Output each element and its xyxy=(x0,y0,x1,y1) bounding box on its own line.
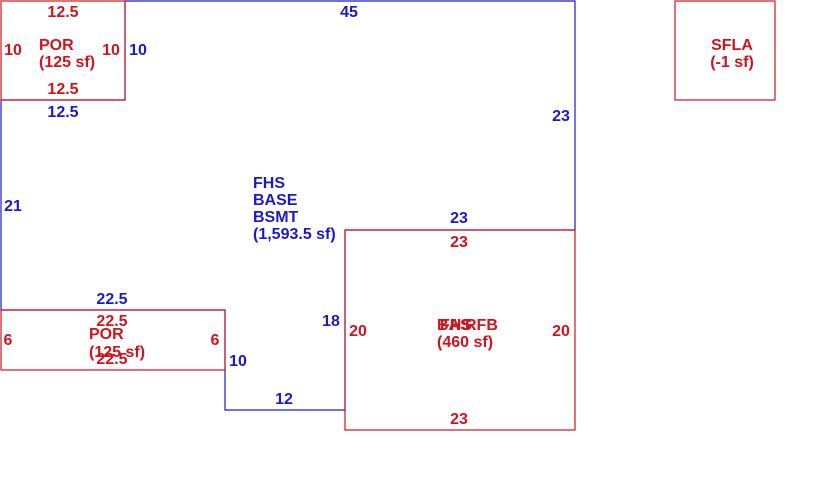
main-dim-upper-left-right: 10 xyxy=(129,42,147,59)
por-top-dim-bottom: 12.5 xyxy=(47,81,78,98)
por-top-dim-left: 10 xyxy=(4,42,22,59)
por-bottom-name: POR xyxy=(89,326,124,343)
main-area-name-line2: BASE xyxy=(253,192,298,209)
por-top-name: POR xyxy=(39,37,74,54)
por-top-dim-right: 10 xyxy=(102,42,120,59)
main-dim-left: 21 xyxy=(4,198,22,215)
por-top-dim-top: 12.5 xyxy=(47,4,78,21)
sfla-outline xyxy=(674,0,776,101)
por-bottom-dim-bottom: 22.5 xyxy=(96,351,127,368)
main-dim-bottom-right: 12 xyxy=(275,391,293,408)
garage-outline xyxy=(344,229,576,431)
main-dim-upper-left-bottom: 12.5 xyxy=(47,104,78,121)
garage-dim-right: 20 xyxy=(552,323,570,340)
por-bottom-outline xyxy=(0,309,226,371)
main-dim-step-left: 18 xyxy=(322,313,340,330)
sfla-size: (-1 sf) xyxy=(710,54,754,71)
main-dim-step-down: 10 xyxy=(229,353,247,370)
main-dim-right-upper: 23 xyxy=(552,108,570,125)
sfla-name: SFLA xyxy=(711,37,753,54)
por-bottom-size: (125 sf) xyxy=(89,344,145,361)
garage-dim-top: 23 xyxy=(450,234,468,251)
por-bottom-dim-top: 22.5 xyxy=(96,313,127,330)
por-top-outline xyxy=(0,0,126,101)
garage-name-c: RFB xyxy=(465,317,498,334)
garage-dim-bottom: 23 xyxy=(450,411,468,428)
main-area-name-line1: FHS xyxy=(253,175,285,192)
main-dim-top: 45 xyxy=(340,4,358,21)
por-bottom-dim-left: 6 xyxy=(4,332,13,349)
por-top-size: (125 sf) xyxy=(39,54,95,71)
main-dim-step-top: 23 xyxy=(450,210,468,227)
garage-name-b: FHS xyxy=(440,317,472,334)
main-area-size: (1,593.5 sf) xyxy=(253,226,336,243)
por-bottom-dim-right: 6 xyxy=(211,332,220,349)
garage-size: (460 sf) xyxy=(437,334,493,351)
main-dim-lower-left-top: 22.5 xyxy=(96,291,127,308)
garage-dim-left: 20 xyxy=(349,323,367,340)
main-area-name-line3: BSMT xyxy=(253,209,299,226)
garage-name-a: BAS xyxy=(437,317,471,334)
